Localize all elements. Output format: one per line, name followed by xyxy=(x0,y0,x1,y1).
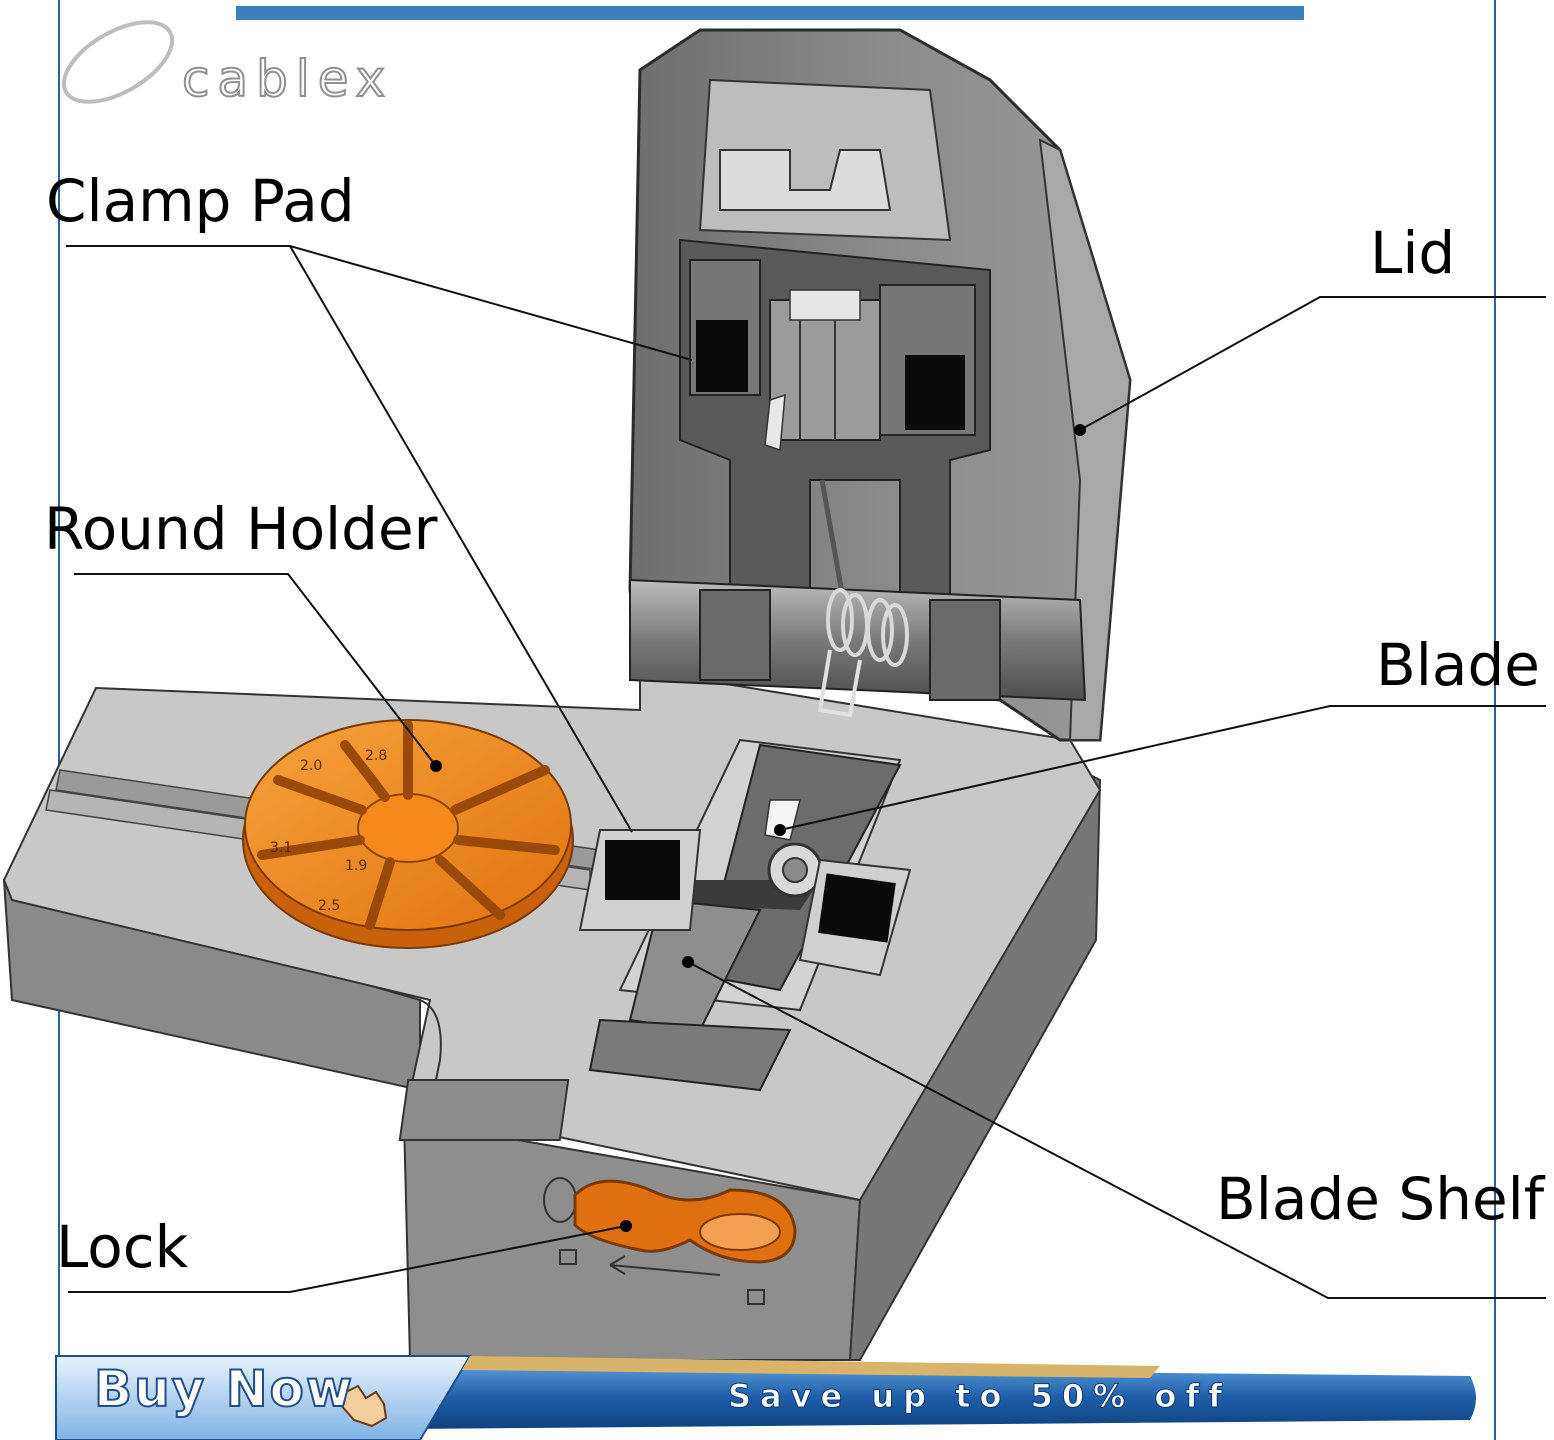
top-accent-bar xyxy=(236,6,1304,20)
holder-marking-2: 2.5 xyxy=(318,898,340,914)
buy-now-button[interactable]: Buy Now xyxy=(93,1360,355,1418)
holder-marking-3: 3.1 xyxy=(270,840,292,856)
lock-lever xyxy=(543,1177,797,1305)
callout-blade: Blade xyxy=(1376,631,1540,699)
callout-blade-shelf: Blade Shelf xyxy=(1216,1165,1545,1233)
brand-logo: cablex xyxy=(64,10,386,110)
base-clamp-pads xyxy=(578,829,912,977)
logo-mark xyxy=(61,20,175,104)
leader-dots xyxy=(430,424,1086,1232)
holder-marking-5: 2.8 xyxy=(365,748,387,764)
logo-text: cablex xyxy=(181,50,394,108)
leader-lines xyxy=(66,245,1546,1299)
promo-text[interactable]: Save up to 50% off xyxy=(727,1377,1232,1415)
callout-clamp-pad: Clamp Pad xyxy=(46,167,355,235)
callout-lid: Lid xyxy=(1370,219,1456,287)
holder-marking-4: 2.0 xyxy=(300,758,322,774)
hand-pointer-icon xyxy=(338,1384,388,1428)
frame-right-border xyxy=(1494,0,1496,1440)
callout-round-holder: Round Holder xyxy=(44,495,438,563)
lid xyxy=(628,28,1132,742)
frame-left-border xyxy=(58,0,60,1440)
callout-lock: Lock xyxy=(56,1213,189,1281)
blade-carriage xyxy=(588,738,902,1092)
holder-marking-1: 1.9 xyxy=(345,858,367,874)
round-holder: 1.9 2.5 3.1 2.0 2.8 xyxy=(242,719,574,949)
